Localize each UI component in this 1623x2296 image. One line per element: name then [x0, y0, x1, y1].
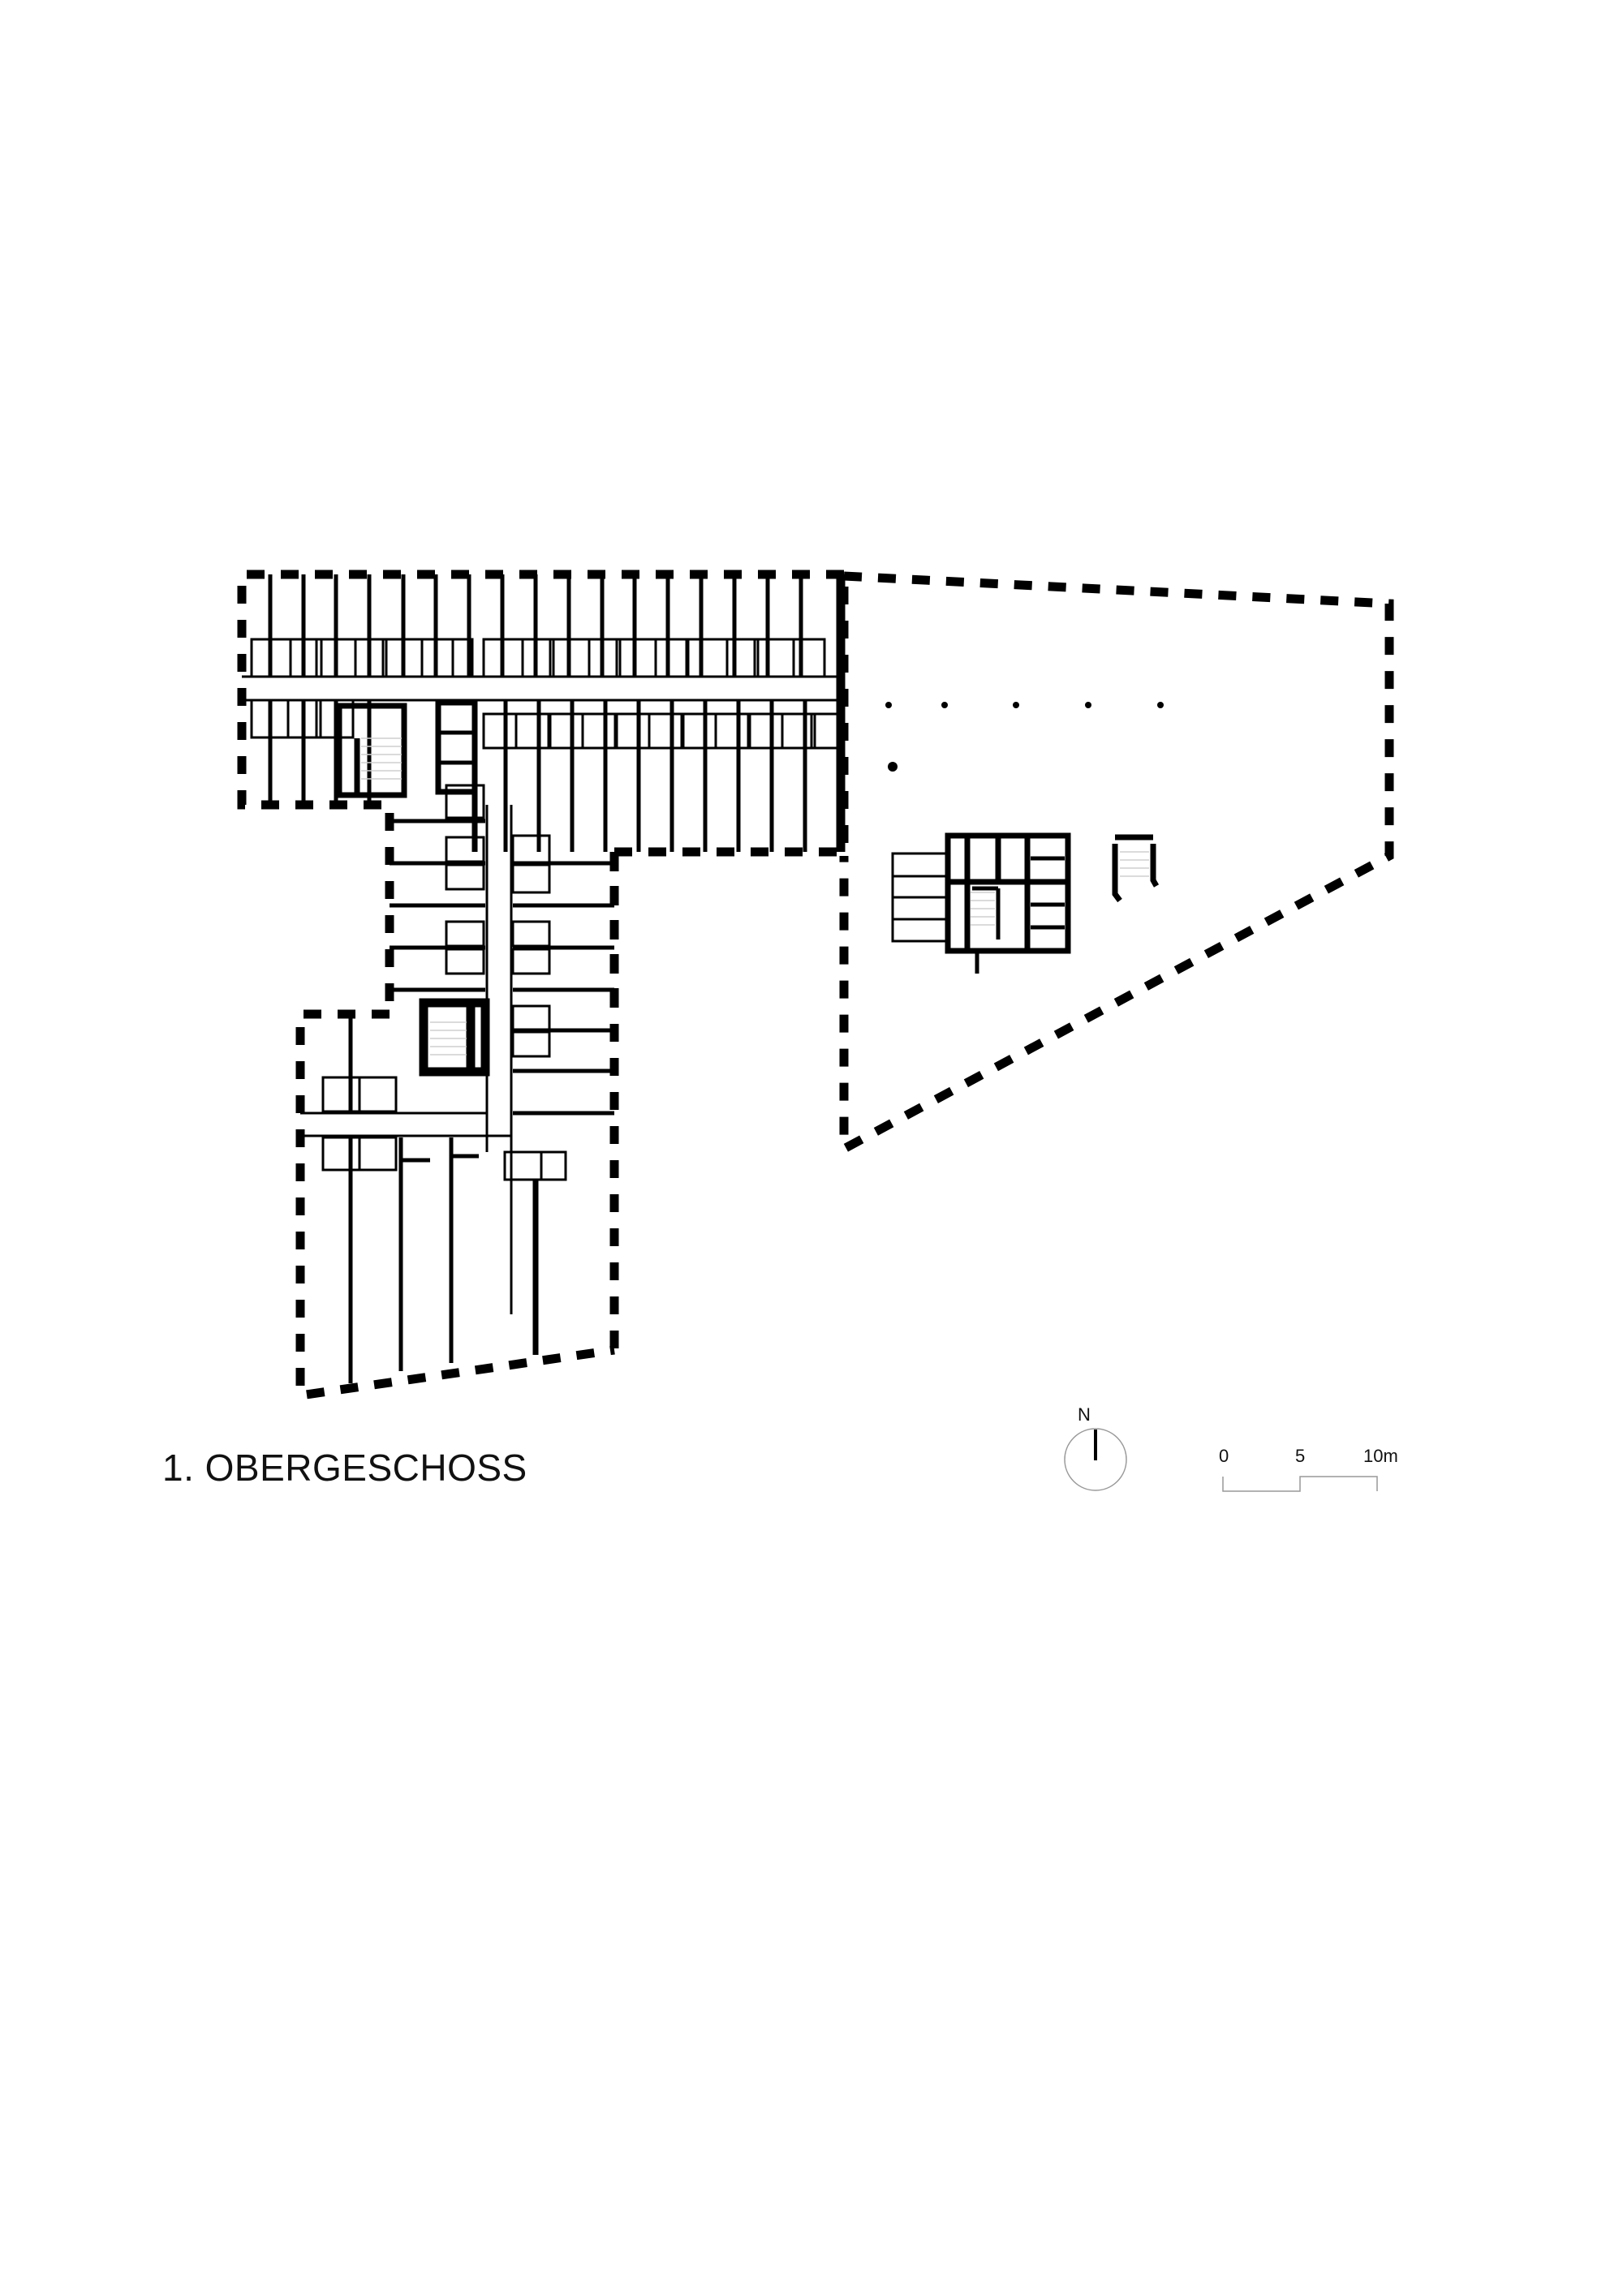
north-arrow [1064, 1428, 1127, 1491]
drawing-title: 1. OBERGESCHOSS [162, 1447, 527, 1489]
southwest-block-rooms [300, 1014, 567, 1383]
scale-label-10m: 10m [1363, 1446, 1398, 1466]
scale-label-5: 5 [1295, 1446, 1306, 1466]
scale-bar [1222, 1476, 1378, 1492]
north-label: N [1078, 1404, 1091, 1425]
north-wing-rooms [242, 574, 846, 852]
middle-wing-rooms [390, 784, 614, 1314]
east-block-open-plan [885, 702, 1164, 974]
building-outline [237, 570, 1394, 1401]
scale-label-0: 0 [1219, 1446, 1229, 1466]
